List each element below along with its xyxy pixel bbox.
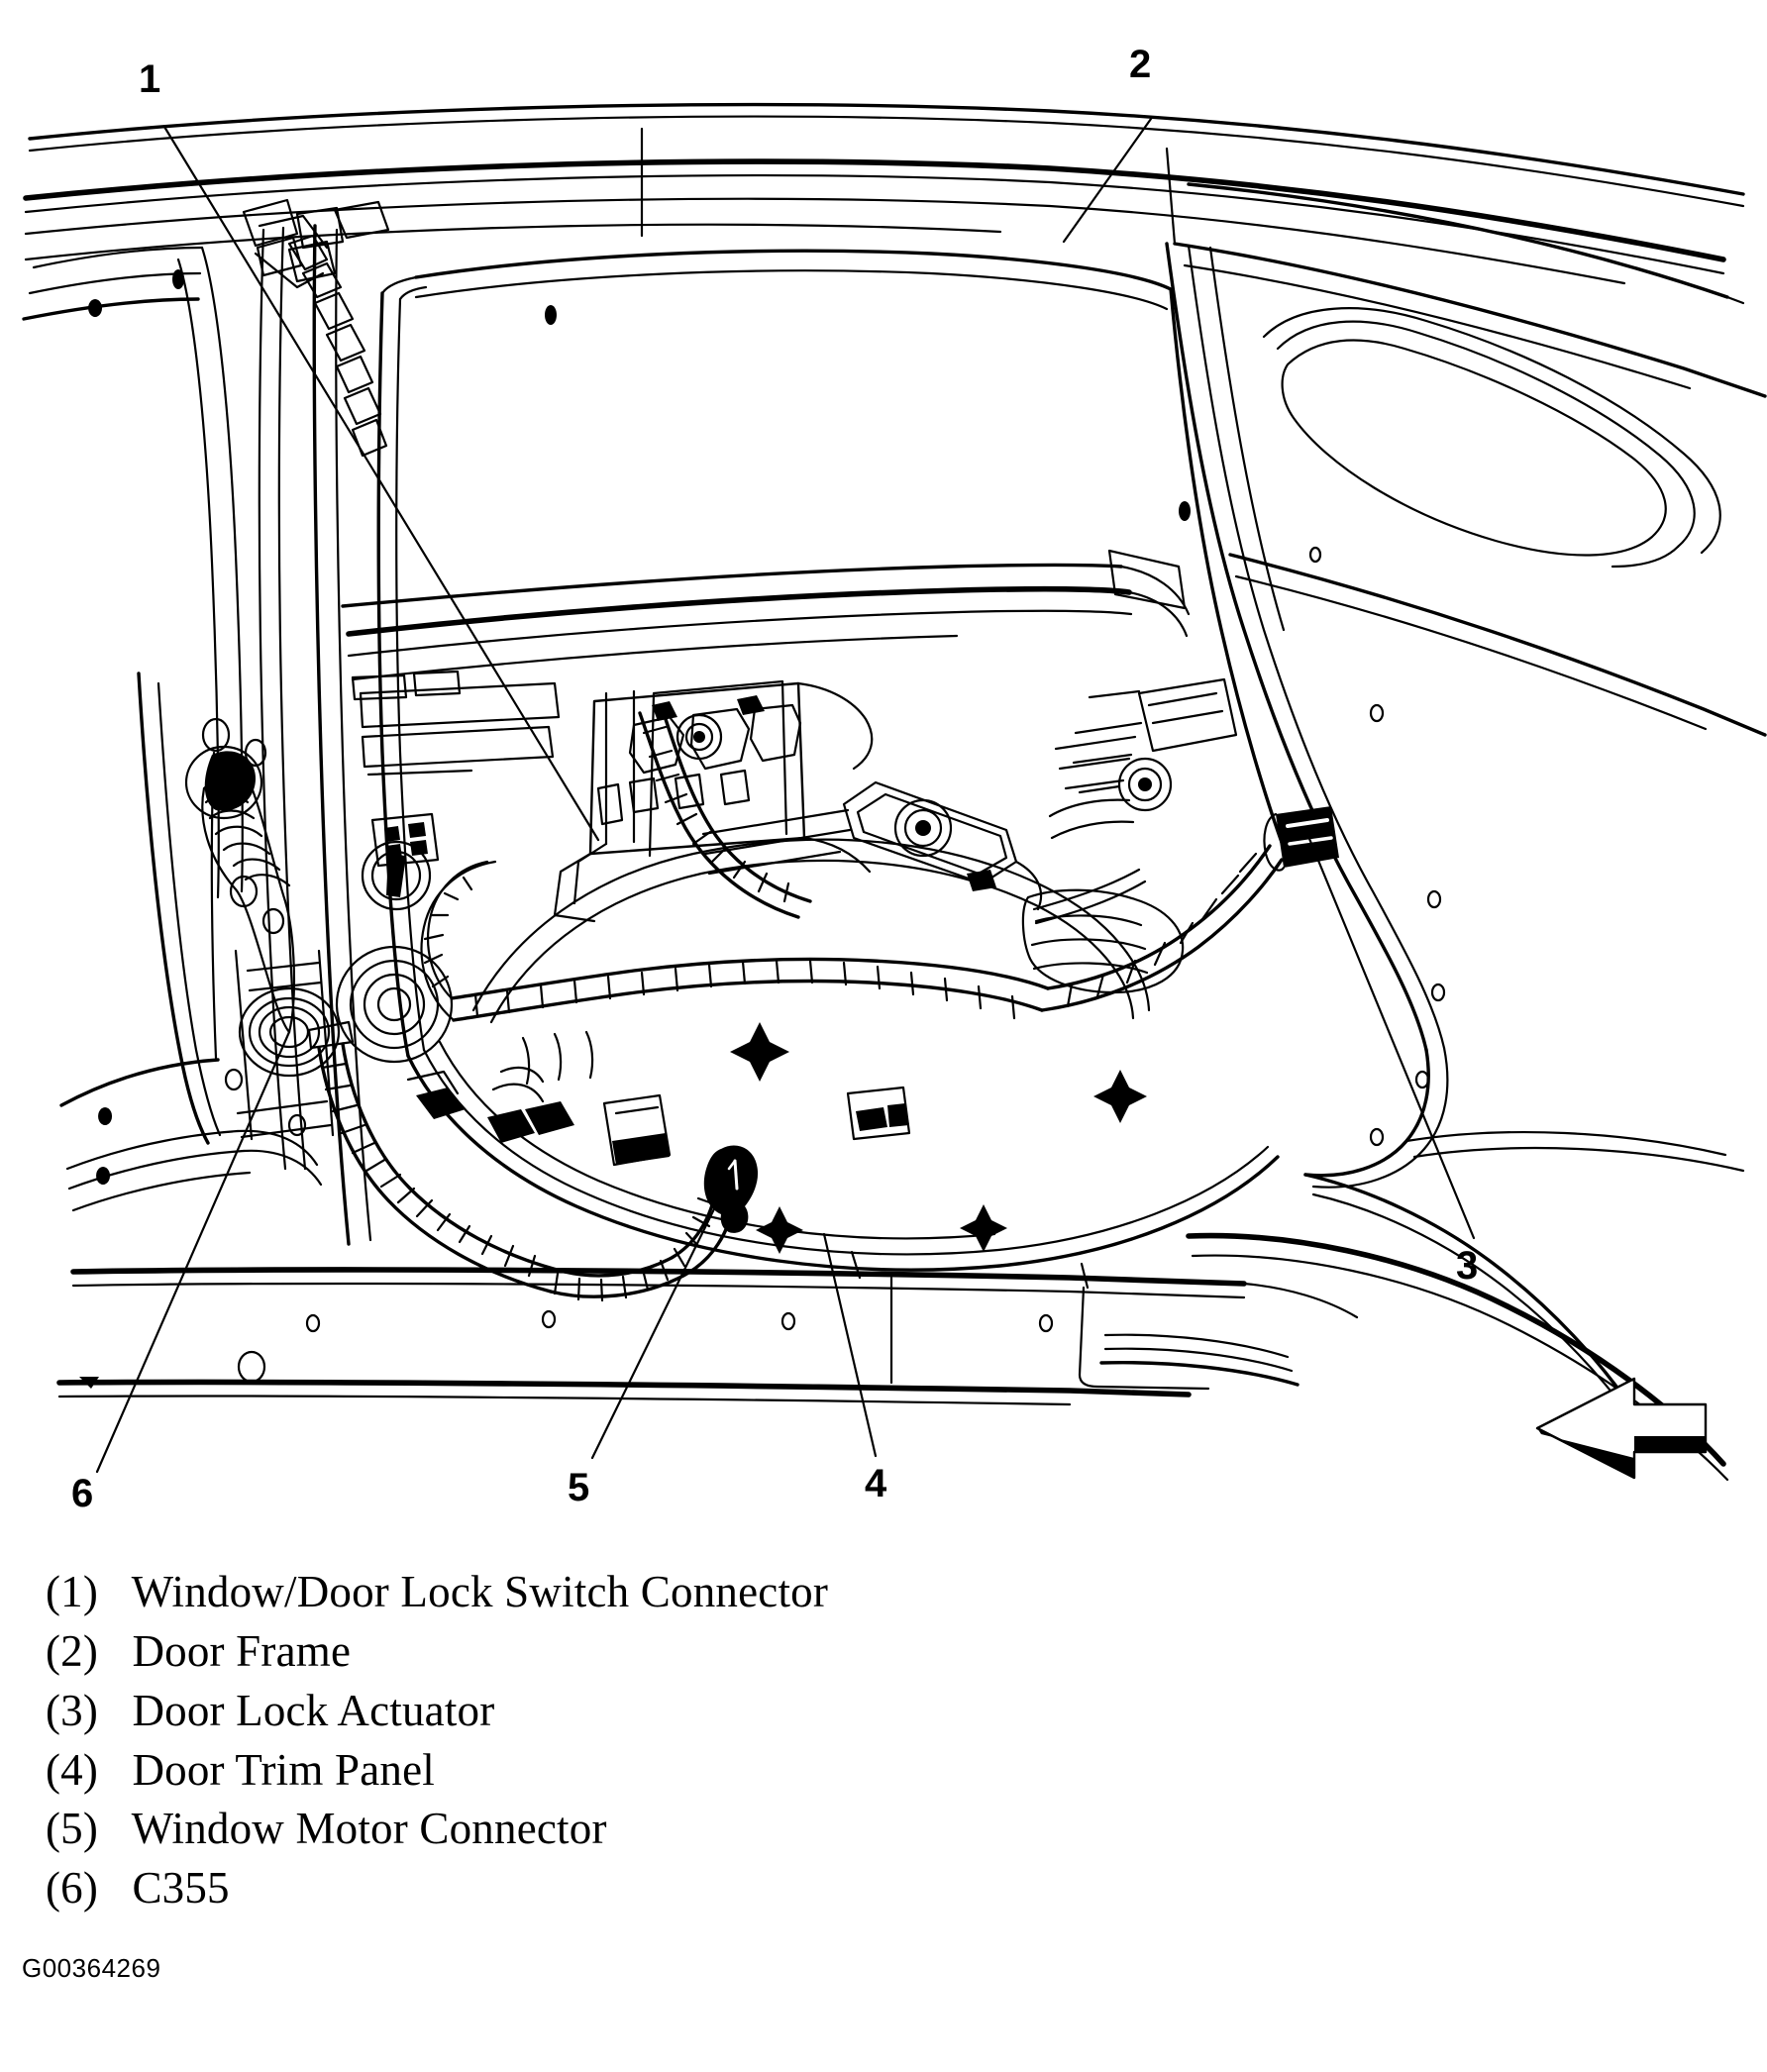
leader-line-3 <box>1305 832 1476 1240</box>
rear-quarter-upper <box>1173 242 1767 737</box>
door-inner-panel <box>406 838 1280 1272</box>
left-arrow-icon <box>1535 1377 1708 1480</box>
roof-panel-lines <box>23 102 1745 305</box>
callout-6: 6 <box>71 1472 94 1515</box>
wire-harness-conduit <box>317 705 1284 1302</box>
leader-line-1 <box>162 125 600 842</box>
leader-line-4 <box>822 1232 878 1458</box>
c-pillar-structure <box>1165 242 1449 1189</box>
legend-label-3: Door Lock Actuator <box>132 1685 495 1735</box>
rear-wheel-arch <box>1186 1130 1745 1482</box>
legend-item-2: (2) Door Frame <box>46 1622 1333 1682</box>
window-motor-connector <box>703 1145 759 1233</box>
leader-line-6 <box>95 1030 291 1474</box>
legend-item-1: (1) Window/Door Lock Switch Connector <box>46 1563 1333 1622</box>
legend-item-5: (5) Window Motor Connector <box>46 1800 1333 1859</box>
window-regulator-assembly <box>701 780 1185 994</box>
legend-label-1: Window/Door Lock Switch Connector <box>131 1567 829 1616</box>
vehicle-door-illustration: .s{fill:none;stroke:#000;stroke-linecap:… <box>22 102 1767 1482</box>
trim-fastener-marks <box>730 1022 1147 1254</box>
speaker-opening <box>335 840 454 1064</box>
door-window-opening <box>172 249 1286 1058</box>
legend-number-4: (4) <box>46 1744 99 1795</box>
leader-line-2 <box>1062 117 1153 244</box>
legend-number-3: (3) <box>46 1685 99 1735</box>
legend-number-5: (5) <box>46 1804 99 1854</box>
b-pillar <box>242 198 390 1246</box>
line-art-canvas: .s{fill:none;stroke:#000;stroke-linecap:… <box>22 102 1767 1482</box>
legend-label-2: Door Frame <box>132 1625 352 1676</box>
door-lock-actuator-connector <box>1263 806 1339 872</box>
lower-body-contours <box>59 672 335 1212</box>
legend-list: (1) Window/Door Lock Switch Connector (2… <box>46 1563 1333 1918</box>
leader-line-5 <box>590 1177 731 1460</box>
legend-item-6: (6) C355 <box>46 1859 1333 1918</box>
door-latch-assembly <box>1048 677 1238 840</box>
door-beltline <box>341 549 1191 681</box>
callout-2: 2 <box>1129 43 1152 86</box>
rocker-panel <box>56 1250 1359 1406</box>
lower-door-brackets <box>406 1030 911 1167</box>
quarter-window-glass <box>1262 307 1721 569</box>
legend-label-6: C355 <box>132 1863 230 1914</box>
legend-number-1: (1) <box>46 1567 99 1616</box>
door-module-rails <box>351 670 561 868</box>
callout-5: 5 <box>568 1466 590 1509</box>
callout-1: 1 <box>139 57 161 101</box>
legend-number-2: (2) <box>46 1625 99 1676</box>
legend-label-5: Window Motor Connector <box>131 1804 607 1854</box>
legend-label-4: Door Trim Panel <box>132 1744 435 1795</box>
legend-number-6: (6) <box>46 1863 99 1914</box>
legend-item-4: (4) Door Trim Panel <box>46 1741 1333 1801</box>
callout-3: 3 <box>1456 1244 1479 1288</box>
callout-4: 4 <box>865 1462 887 1505</box>
figure-id-code: G00364269 <box>22 1953 161 1983</box>
front-body-panel <box>22 246 267 1125</box>
callout-leader-lines <box>95 117 1476 1474</box>
legend-item-3: (3) Door Lock Actuator <box>46 1682 1333 1741</box>
